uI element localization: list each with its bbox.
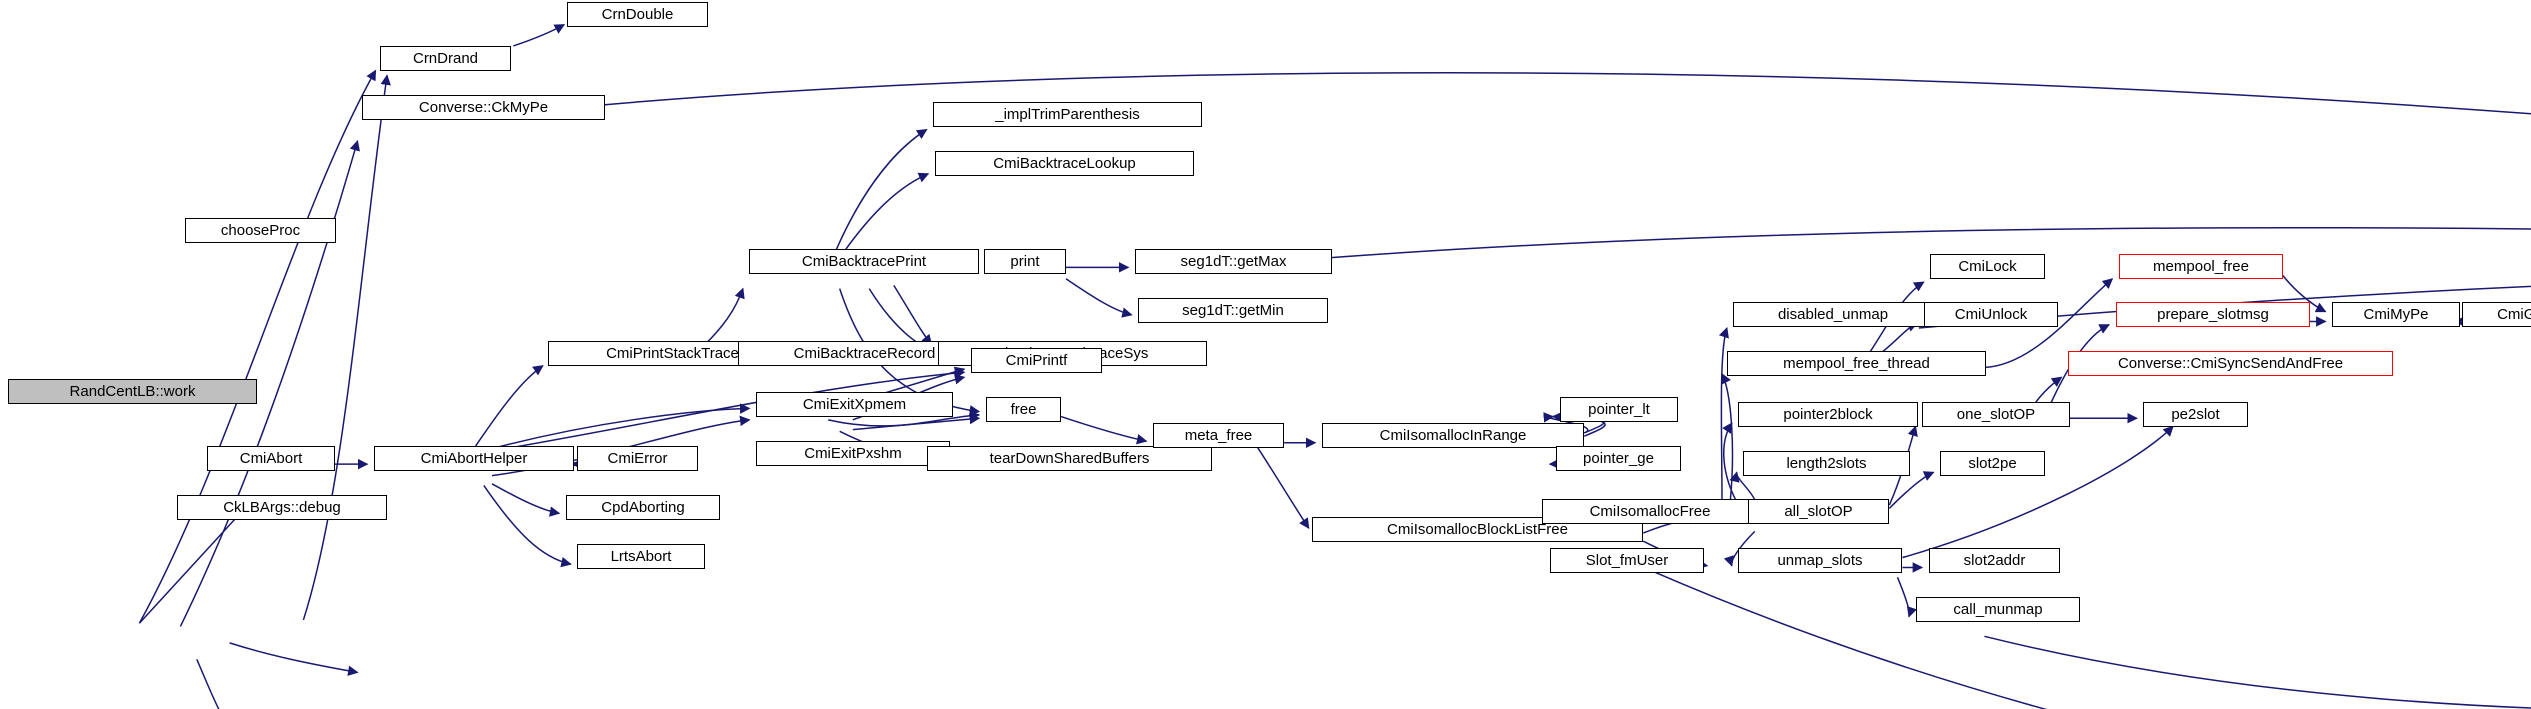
graph-node-label: disabled_unmap [1777, 306, 1889, 323]
graph-node--impl-trim-parenthesis[interactable]: _implTrimParenthesis [933, 102, 1202, 127]
graph-node-disabled-unmap[interactable]: disabled_unmap [1733, 302, 1933, 327]
graph-node-cmi-exit-pxshm[interactable]: CmiExitPxshm [756, 441, 950, 466]
graph-node-cmi-get-state[interactable]: CmiGetState [2462, 302, 2531, 327]
graph-node-pointer2block[interactable]: pointer2block [1738, 402, 1918, 427]
graph-node-label: CmiExitPxshm [804, 445, 902, 462]
graph-node-tear-down-shared-buffers[interactable]: tearDownSharedBuffers [927, 446, 1212, 471]
graph-node-label: CmiExitXpmem [802, 396, 907, 413]
graph-node-seg1d-t-get-min[interactable]: seg1dT::getMin [1138, 298, 1328, 323]
graph-node-label: pointer_ge [1583, 450, 1654, 467]
graph-node-label: slot2addr [1963, 552, 2026, 569]
graph-node-slot2addr[interactable]: slot2addr [1929, 548, 2060, 573]
graph-node-ck-lbargs-debug[interactable]: CkLBArgs::debug [177, 495, 387, 520]
graph-node-label: call_munmap [1953, 601, 2043, 618]
graph-node-cpd-aborting[interactable]: CpdAborting [566, 495, 720, 520]
graph-node-rand-cent-lb-work[interactable]: RandCentLB::work [8, 379, 257, 404]
graph-node-cmi-error[interactable]: CmiError [577, 446, 698, 471]
graph-node-cmi-abort-helper[interactable]: CmiAbortHelper [374, 446, 574, 471]
graph-node-label: chooseProc [220, 222, 301, 239]
graph-node-label: Converse::CkMyPe [418, 99, 549, 116]
graph-node-label: CmiAbortHelper [420, 450, 528, 467]
graph-node-label: all_slotOP [1784, 503, 1853, 520]
graph-node-slot-fm-user[interactable]: Slot_fmUser [1550, 548, 1704, 573]
graph-node-label: CmiGetState [2497, 306, 2531, 323]
graph-node-label: mempool_free_thread [1783, 355, 1930, 372]
graph-node-label: CrnDouble [601, 6, 674, 23]
graph-node-choose-proc[interactable]: chooseProc [185, 218, 336, 243]
graph-node-print[interactable]: print [984, 249, 1066, 274]
graph-node-label: unmap_slots [1777, 552, 1863, 569]
graph-node-mempool-free-thread[interactable]: mempool_free_thread [1727, 351, 1986, 376]
graph-node-cmi-isomalloc-in-range[interactable]: CmiIsomallocInRange [1322, 423, 1584, 448]
graph-node-label: pointer2block [1783, 406, 1873, 423]
graph-node-cmi-exit-xpmem[interactable]: CmiExitXpmem [756, 392, 953, 417]
graph-node-crn-double[interactable]: CrnDouble [567, 2, 708, 27]
graph-node-label: seg1dT::getMin [1182, 302, 1284, 319]
graph-node-converse-ck-my-pe[interactable]: Converse::CkMyPe [362, 95, 605, 120]
graph-node-label: pointer_lt [1588, 401, 1650, 418]
graph-node-label: CrnDrand [412, 50, 479, 67]
graph-node-mempool-free[interactable]: mempool_free [2119, 254, 2283, 279]
graph-node-label: CkLBArgs::debug [223, 499, 341, 516]
graph-node-pe2slot[interactable]: pe2slot [2143, 402, 2248, 427]
graph-node-label: CmiPrintf [1005, 352, 1068, 369]
graph-node-label: seg1dT::getMax [1180, 253, 1287, 270]
graph-node-label: free [1010, 401, 1037, 418]
graph-node-label: print [1010, 253, 1040, 270]
graph-node-label: meta_free [1184, 427, 1253, 444]
graph-node-label: one_slotOP [1956, 406, 2036, 423]
graph-node-label: _implTrimParenthesis [995, 106, 1140, 123]
graph-node-crn-drand[interactable]: CrnDrand [380, 46, 511, 71]
graph-node-free[interactable]: free [986, 397, 1061, 422]
graph-node-cmi-abort[interactable]: CmiAbort [207, 446, 335, 471]
graph-node-label: pe2slot [2171, 406, 2220, 423]
graph-node-label: tearDownSharedBuffers [989, 450, 1150, 467]
graph-node-label: CmiMyPe [2363, 306, 2429, 323]
graph-node-label: prepare_slotmsg [2157, 306, 2269, 323]
graph-node-label: Slot_fmUser [1585, 552, 1669, 569]
graph-node-label: LrtsAbort [610, 548, 672, 565]
graph-node-converse-cmi-sync-send-and-free[interactable]: Converse::CmiSyncSendAndFree [2068, 351, 2393, 376]
graph-node-seg1d-t-get-max[interactable]: seg1dT::getMax [1135, 249, 1332, 274]
graph-node-label: CmiIsomallocBlockListFree [1387, 521, 1568, 538]
graph-node-label: CpdAborting [601, 499, 685, 516]
graph-node-slot2pe[interactable]: slot2pe [1940, 451, 2045, 476]
graph-node-pointer-lt[interactable]: pointer_lt [1560, 397, 1678, 422]
graph-node-pointer-ge[interactable]: pointer_ge [1556, 446, 1681, 471]
graph-node-label: CmiLock [1958, 258, 2017, 275]
graph-node-label: mempool_free [2153, 258, 2249, 275]
graph-node-length2slots[interactable]: length2slots [1743, 451, 1910, 476]
graph-node-label: RandCentLB::work [69, 383, 196, 400]
graph-node-call-munmap[interactable]: call_munmap [1916, 597, 2080, 622]
graph-node-label: CmiIsomallocFree [1589, 503, 1711, 520]
graph-node-label: length2slots [1786, 455, 1867, 472]
graph-node-prepare-slotmsg[interactable]: prepare_slotmsg [2116, 302, 2310, 327]
graph-node-cmi-backtrace-lookup[interactable]: CmiBacktraceLookup [935, 151, 1194, 176]
graph-node-label: CmiBacktraceRecord [793, 345, 936, 362]
graph-node-label: CmiAbort [239, 450, 303, 467]
graph-node-cmi-backtrace-print[interactable]: CmiBacktracePrint [749, 249, 979, 274]
graph-node-one-slot-op[interactable]: one_slotOP [1922, 402, 2070, 427]
graph-node-label: CmiBacktraceLookup [993, 155, 1136, 172]
graph-node-all-slot-op[interactable]: all_slotOP [1748, 499, 1889, 524]
graph-node-label: CmiUnlock [1954, 306, 2028, 323]
graph-node-cmi-lock[interactable]: CmiLock [1930, 254, 2045, 279]
graph-node-label: slot2pe [1968, 455, 2017, 472]
graph-node-label: CmiPrintStackTrace [606, 345, 739, 362]
graph-node-cmi-isomalloc-free[interactable]: CmiIsomallocFree [1542, 499, 1758, 524]
graph-node-meta-free[interactable]: meta_free [1153, 423, 1284, 448]
graph-node-label: CmiIsomallocInRange [1379, 427, 1527, 444]
graph-node-lrts-abort[interactable]: LrtsAbort [577, 544, 705, 569]
graph-node-cmi-printf[interactable]: CmiPrintf [971, 348, 1102, 373]
graph-node-cmi-unlock[interactable]: CmiUnlock [1924, 302, 2058, 327]
graph-node-cmi-my-pe[interactable]: CmiMyPe [2332, 302, 2460, 327]
graph-node-label: Converse::CmiSyncSendAndFree [2117, 355, 2344, 372]
graph-node-label: CmiError [607, 450, 668, 467]
graph-node-label: CmiBacktracePrint [801, 253, 927, 270]
graph-node-unmap-slots[interactable]: unmap_slots [1738, 548, 1902, 573]
